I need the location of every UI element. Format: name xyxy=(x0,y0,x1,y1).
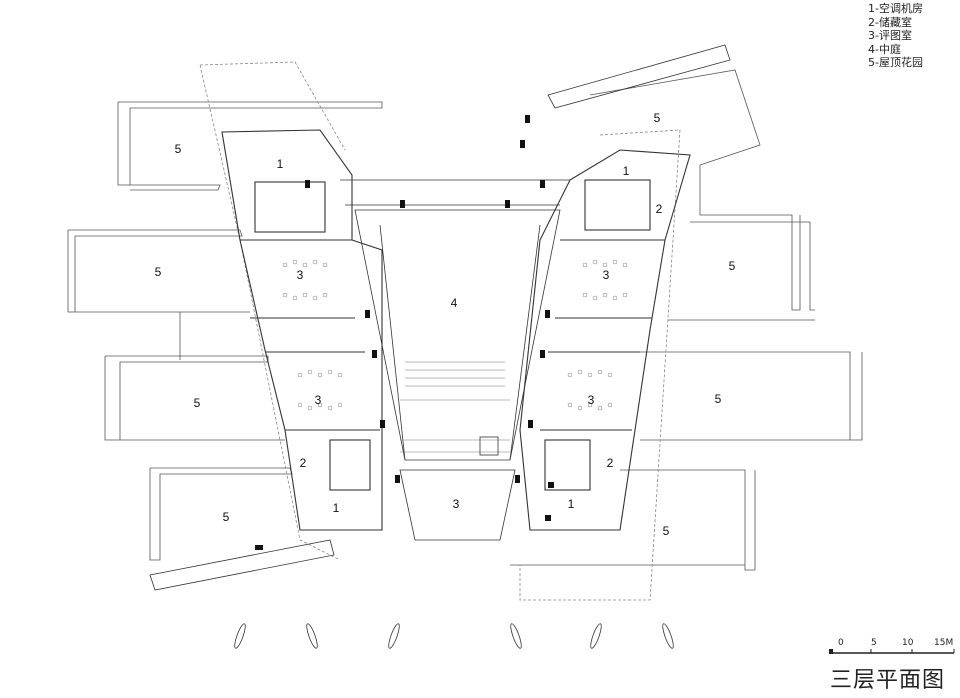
room-label: 5 xyxy=(715,392,722,406)
legend-item: 2-储藏室 xyxy=(868,15,912,29)
room-label: 5 xyxy=(223,510,230,524)
scale-bar: 0 5 10 15M xyxy=(829,638,955,654)
columns xyxy=(255,115,554,550)
room-label: 1 xyxy=(568,497,575,511)
legend-item: 3-评图室 xyxy=(868,29,912,42)
room-label: 3 xyxy=(453,497,460,511)
plan-title: 三层平面图 xyxy=(830,668,946,693)
room-label: 5 xyxy=(175,142,182,156)
room-label: 5 xyxy=(729,259,736,273)
room-label: 3 xyxy=(603,268,610,282)
atrium xyxy=(340,179,570,541)
room-label: 2 xyxy=(656,202,663,216)
room-label: 2 xyxy=(607,456,614,470)
room-labels: 1 1 1 1 2 2 2 3 3 3 3 3 4 5 5 5 5 5 5 5 … xyxy=(155,111,736,538)
roof-terraces-left xyxy=(67,101,383,561)
room-label: 1 xyxy=(333,501,340,515)
seating-clusters xyxy=(282,259,628,411)
scale-tick-15: 15M xyxy=(934,638,953,648)
legend: 1-空调机房 2-储藏室 3-评图室 4-中庭 5-屋顶花园 xyxy=(868,2,923,70)
room-label: 1 xyxy=(277,157,284,171)
scale-tick-10: 10 xyxy=(902,638,914,648)
room-label: 5 xyxy=(654,111,661,125)
ramp-nw xyxy=(149,44,731,591)
roof-terraces-right xyxy=(510,69,863,571)
room-label: 2 xyxy=(300,456,307,470)
room-label: 5 xyxy=(194,396,201,410)
room-label: 3 xyxy=(588,393,595,407)
room-label: 4 xyxy=(451,296,458,310)
legend-item: 4-中庭 xyxy=(868,42,901,56)
landscape-markers xyxy=(234,623,674,649)
left-wing xyxy=(221,129,383,531)
room-label: 3 xyxy=(297,268,304,282)
room-label: 5 xyxy=(663,524,670,538)
scale-tick-5: 5 xyxy=(871,638,877,648)
room-label: 3 xyxy=(315,393,322,407)
room-label: 5 xyxy=(155,265,162,279)
legend-item: 5-屋顶花园 xyxy=(868,56,923,69)
legend-item: 1-空调机房 xyxy=(868,2,923,15)
scale-tick-0: 0 xyxy=(838,638,844,648)
right-wing xyxy=(519,149,691,531)
roof-outline-dashed xyxy=(199,61,681,601)
room-label: 1 xyxy=(623,164,630,178)
